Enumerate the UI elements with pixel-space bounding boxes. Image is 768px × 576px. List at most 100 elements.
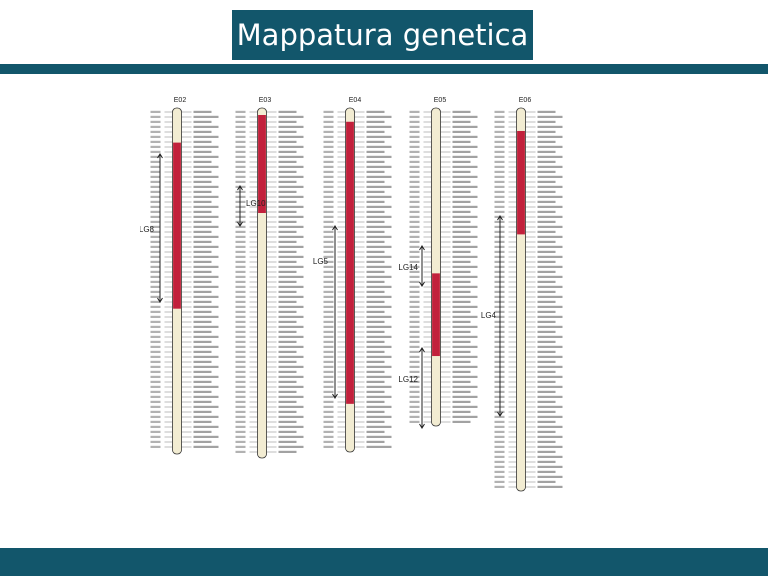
qtl-region xyxy=(258,115,266,213)
position-label-glyph xyxy=(235,310,246,313)
position-label-glyph xyxy=(323,330,334,333)
marker-label-glyph xyxy=(366,300,385,303)
position-label-glyph xyxy=(150,110,161,113)
position-label-glyph xyxy=(494,140,505,143)
position-label-glyph xyxy=(323,255,334,258)
position-label-glyph xyxy=(150,405,161,408)
marker-label-glyph xyxy=(452,370,471,373)
marker-label-glyph xyxy=(452,330,471,333)
marker-label-glyph xyxy=(193,385,219,388)
position-label-glyph xyxy=(409,260,420,263)
marker-label-glyph xyxy=(193,120,212,123)
marker-label-glyph xyxy=(537,200,556,203)
position-label-glyph xyxy=(323,295,334,298)
position-label-glyph xyxy=(323,150,334,153)
position-label-glyph xyxy=(150,215,161,218)
marker-label-glyph xyxy=(278,175,304,178)
marker-label-glyph xyxy=(366,215,392,218)
marker-label-glyph xyxy=(278,280,297,283)
marker-label-glyph xyxy=(452,345,478,348)
position-label-glyph xyxy=(323,170,334,173)
position-label-glyph xyxy=(409,415,420,418)
position-label-glyph xyxy=(409,360,420,363)
marker-label-glyph xyxy=(366,290,385,293)
position-label-glyph xyxy=(323,325,334,328)
marker-label-glyph xyxy=(193,270,212,273)
marker-label-glyph xyxy=(537,185,563,188)
position-label-glyph xyxy=(494,115,505,118)
marker-label-glyph xyxy=(537,485,563,488)
position-label-glyph xyxy=(150,320,161,323)
marker-label-glyph xyxy=(366,295,392,298)
position-label-glyph xyxy=(323,445,334,448)
marker-label-glyph xyxy=(452,140,471,143)
marker-label-glyph xyxy=(537,215,563,218)
position-label-glyph xyxy=(150,200,161,203)
marker-label-glyph xyxy=(366,150,385,153)
position-label-glyph xyxy=(150,210,161,213)
marker-label-glyph xyxy=(537,360,556,363)
marker-label-glyph xyxy=(278,415,304,418)
marker-label-glyph xyxy=(452,355,478,358)
marker-label-glyph xyxy=(193,200,212,203)
marker-label-glyph xyxy=(452,135,478,138)
marker-label-glyph xyxy=(193,195,219,198)
marker-label-glyph xyxy=(366,135,392,138)
position-label-glyph xyxy=(150,265,161,268)
marker-label-glyph xyxy=(193,220,212,223)
marker-label-glyph xyxy=(537,165,563,168)
marker-label-glyph xyxy=(193,325,219,328)
marker-label-glyph xyxy=(366,405,392,408)
marker-label-glyph xyxy=(452,380,471,383)
position-label-glyph xyxy=(323,230,334,233)
marker-label-glyph xyxy=(452,400,471,403)
marker-label-glyph xyxy=(193,110,212,113)
position-label-glyph xyxy=(409,365,420,368)
position-label-glyph xyxy=(235,410,246,413)
position-label-glyph xyxy=(323,320,334,323)
marker-label-glyph xyxy=(452,350,471,353)
position-label-glyph xyxy=(409,310,420,313)
marker-label-glyph xyxy=(537,265,563,268)
position-label-glyph xyxy=(323,190,334,193)
position-label-glyph xyxy=(409,280,420,283)
marker-label-glyph xyxy=(366,140,385,143)
position-label-glyph xyxy=(235,370,246,373)
marker-label-glyph xyxy=(278,260,297,263)
position-label-glyph xyxy=(323,400,334,403)
marker-label-glyph xyxy=(452,310,471,313)
marker-label-glyph xyxy=(193,135,219,138)
position-label-glyph xyxy=(323,370,334,373)
position-label-glyph xyxy=(235,405,246,408)
marker-label-glyph xyxy=(366,410,385,413)
marker-label-glyph xyxy=(278,205,304,208)
marker-label-glyph xyxy=(366,445,392,448)
linkage-group-label: LG12 xyxy=(398,375,418,384)
position-label-glyph xyxy=(494,470,505,473)
marker-label-glyph xyxy=(278,225,304,228)
position-label-glyph xyxy=(150,275,161,278)
marker-label-glyph xyxy=(278,420,297,423)
marker-label-glyph xyxy=(366,245,392,248)
position-label-glyph xyxy=(235,270,246,273)
marker-label-glyph xyxy=(537,470,556,473)
position-label-glyph xyxy=(235,170,246,173)
marker-label-glyph xyxy=(366,130,385,133)
position-label-glyph xyxy=(235,425,246,428)
qtl-arrow-head xyxy=(332,225,338,231)
position-label-glyph xyxy=(150,270,161,273)
position-label-glyph xyxy=(409,130,420,133)
marker-label-glyph xyxy=(537,460,556,463)
marker-label-glyph xyxy=(278,300,297,303)
marker-label-glyph xyxy=(452,200,471,203)
marker-label-glyph xyxy=(193,140,212,143)
marker-label-glyph xyxy=(278,265,304,268)
marker-label-glyph xyxy=(537,145,563,148)
position-label-glyph xyxy=(150,160,161,163)
position-label-glyph xyxy=(150,225,161,228)
position-label-glyph xyxy=(235,380,246,383)
marker-label-glyph xyxy=(193,190,212,193)
position-label-glyph xyxy=(235,355,246,358)
position-label-glyph xyxy=(150,370,161,373)
position-label-glyph xyxy=(409,395,420,398)
